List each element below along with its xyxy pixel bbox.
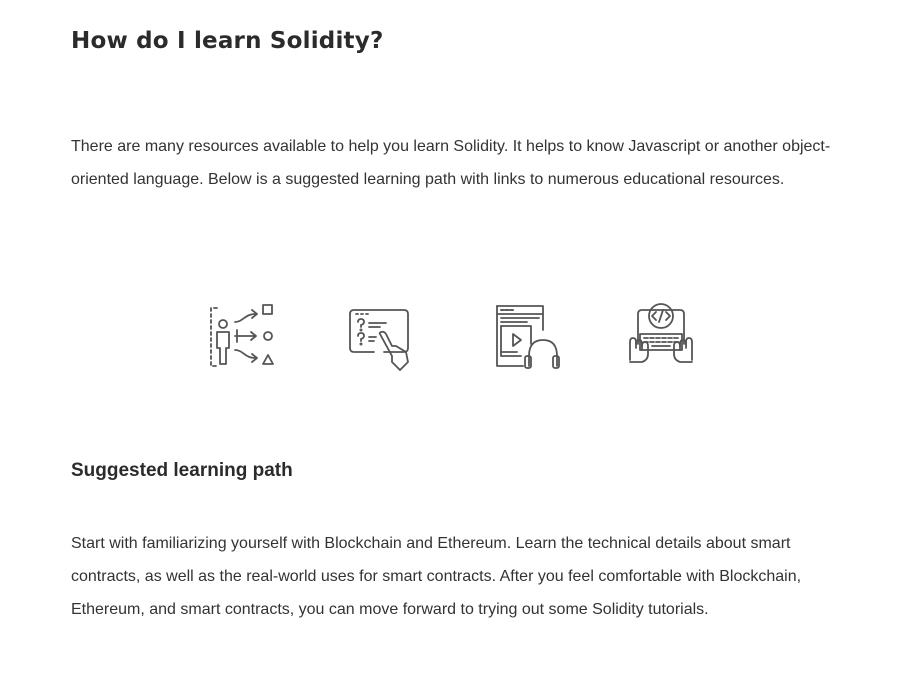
learning-path-icon bbox=[209, 300, 279, 372]
icon-row bbox=[71, 300, 831, 376]
coding-keyboard-icon bbox=[626, 300, 696, 372]
section-paragraph: Start with familiarizing yourself with B… bbox=[71, 535, 802, 618]
page-title: How do I learn Solidity? bbox=[71, 28, 384, 54]
section-heading: Suggested learning path bbox=[71, 460, 293, 481]
video-tutorial-icon bbox=[491, 300, 561, 372]
quiz-touch-icon bbox=[346, 300, 416, 372]
intro-paragraph: There are many resources available to he… bbox=[71, 138, 831, 188]
